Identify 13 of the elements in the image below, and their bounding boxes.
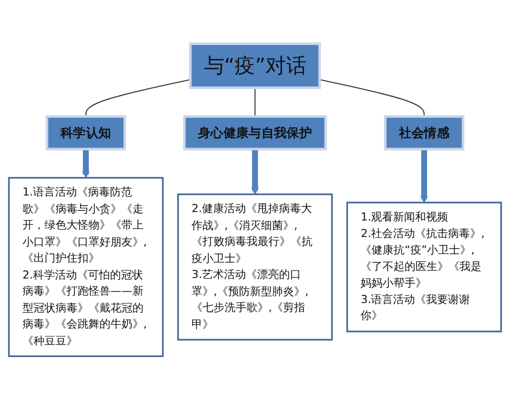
connector bbox=[320, 79, 425, 116]
arrow bbox=[420, 148, 428, 203]
node-box: 社会情感 bbox=[384, 115, 464, 150]
arrow bbox=[82, 148, 90, 178]
connector bbox=[254, 88, 256, 116]
node-box: 1.语言活动《病毒防范歌》《病毒与小贪》《走开，绿色大怪物》《带上小口罩》《口罩好朋友》,《出门护住扣》 2.科学活动《可怕的冠状病毒》《打跑怪兽——新型冠状病毒》《戴花冠的病毒》《会跳舞的牛奶》,《种豆豆》 bbox=[8, 176, 164, 358]
node-box: 与“疫”对话 bbox=[189, 42, 321, 89]
node-box: 2.健康活动《甩掉病毒大作战》,《消灭细菌》,《打败病毒我最行》《抗疫小卫士》 3.艺术活动《漂亮的口罩》,《预防新型肺炎》,《七步洗手歌》,《剪指甲》 bbox=[177, 193, 333, 341]
connector bbox=[85, 79, 190, 116]
node-box: 1.观看新闻和视频 2.社会活动《抗击病毒》,《健康抗“疫”小卫士》,《了不起的医生》《我是妈妈小帮手》 3.语言活动《我要谢谢你》 bbox=[346, 202, 502, 332]
node-box: 科学认知 bbox=[46, 115, 126, 150]
node-box: 身心健康与自我保护 bbox=[183, 115, 327, 150]
arrow bbox=[251, 148, 259, 195]
